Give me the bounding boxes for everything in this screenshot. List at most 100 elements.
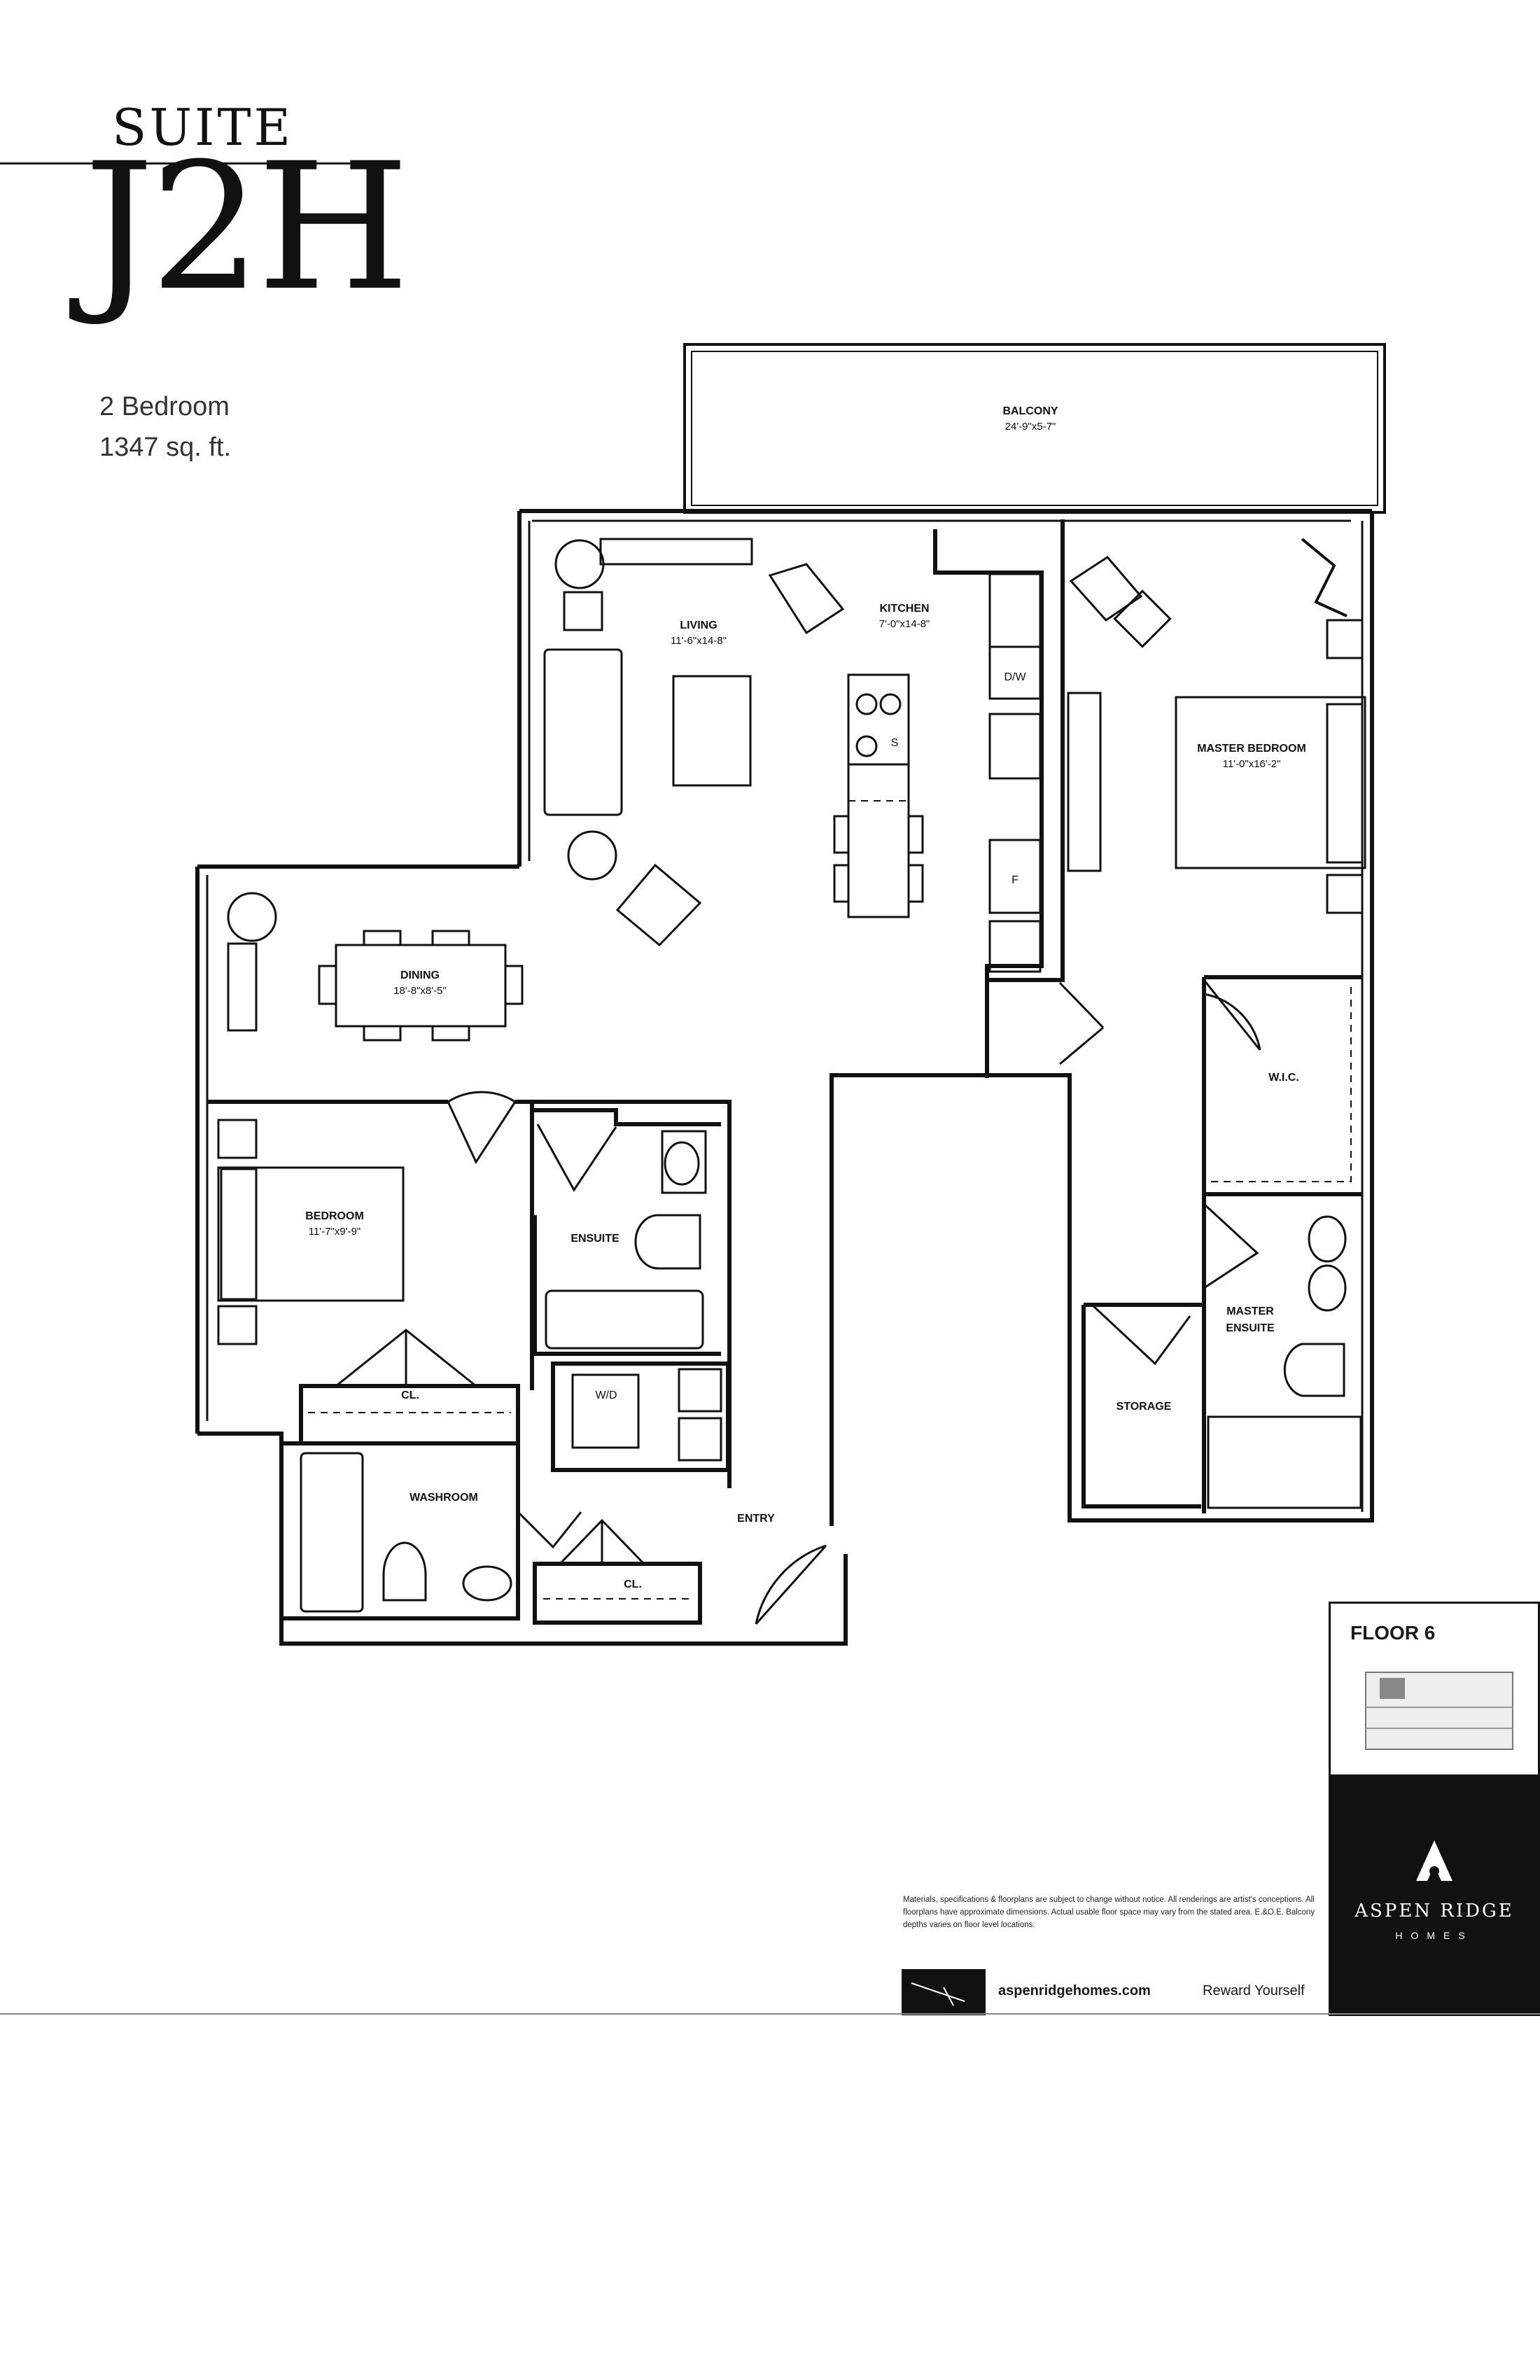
bedroom-nightstand-2 — [217, 1305, 258, 1345]
page-bottom-rule — [0, 2013, 1540, 2015]
master-ensuite-sink-2 — [1308, 1264, 1347, 1312]
master-ensuite-toilet — [1283, 1343, 1345, 1397]
wall-bedroom-north — [207, 1100, 732, 1488]
suite-word: SUITE — [112, 98, 294, 157]
dining-lamp — [227, 892, 277, 942]
armchair-2 — [768, 563, 845, 635]
stool-4 — [907, 864, 924, 903]
ensuite-name: ENSUITE — [570, 1233, 620, 1245]
kitchen-dim: 7'-0"x14-8" — [879, 618, 930, 630]
bedroom-name: BEDROOM — [305, 1210, 364, 1222]
master-bedroom-dim: 11'-0"x16'-2" — [1223, 758, 1281, 770]
stool-2 — [833, 864, 850, 903]
wic-name: W.I.C. — [1268, 1072, 1299, 1084]
side-table — [567, 830, 617, 881]
kitchen-name: KITCHEN — [879, 603, 929, 615]
wall-laundry — [551, 1362, 730, 1472]
footer-bar: aspenridgehomes.com Reward Yourself — [902, 1969, 1330, 2015]
ensuite-tub — [545, 1289, 704, 1350]
living-dim: 11'-6"x14-8" — [671, 635, 727, 647]
kitchen-counter — [933, 529, 1044, 980]
disclaimer: Materials, specifications & floorplans a… — [903, 1896, 1315, 1929]
dishwasher — [988, 645, 1042, 700]
master-bedroom-name: MASTER BEDROOM — [1197, 743, 1306, 755]
dining-chair-n2 — [431, 930, 470, 946]
sink-basin — [988, 713, 1042, 780]
storage-name: STORAGE — [1116, 1401, 1172, 1413]
wall-storage — [1082, 1305, 1201, 1508]
balcony-dim: 24'-9"x5-7" — [1005, 421, 1056, 433]
slogan: Reward Yourself — [1203, 1983, 1305, 1998]
footer-logo-icon — [902, 1969, 986, 2015]
burner-1 — [855, 693, 878, 715]
living-name: LIVING — [680, 620, 717, 631]
living-lamp — [554, 539, 605, 589]
stool-1 — [833, 815, 850, 854]
fridge-label: F — [1011, 874, 1018, 886]
sink-label: S — [891, 737, 899, 749]
coffee-table — [672, 675, 752, 787]
dishwasher-label: D/W — [1004, 671, 1026, 683]
counter-cabinet — [988, 573, 1042, 648]
door-master-ensuite — [1203, 1203, 1259, 1289]
burner-3 — [855, 735, 878, 757]
floor-label: FLOOR 6 — [1350, 1622, 1436, 1644]
website-link[interactable]: aspenridgehomes.com — [998, 1983, 1151, 1998]
wall-kitchen-master — [985, 519, 1065, 1078]
door-wic — [1203, 979, 1261, 1051]
aspen-ridge-logo-icon — [1416, 1840, 1452, 1881]
island — [847, 763, 910, 918]
balcony-inner — [691, 351, 1378, 506]
door-master-slider — [1301, 538, 1348, 617]
brand-sub: HOMES — [1395, 1930, 1474, 1941]
wic-rod — [1211, 987, 1352, 1182]
door-bedroom — [447, 1091, 517, 1165]
door-closet-bedroom — [335, 1329, 477, 1387]
master-dresser — [1067, 692, 1102, 872]
wall-entry-closet — [533, 1562, 702, 1625]
master-ensuite-name-2: ENSUITE — [1226, 1322, 1275, 1334]
master-bed — [1175, 696, 1366, 869]
dining-chair-s1 — [363, 1025, 402, 1042]
bedroom-count: 2 Bedroom — [99, 392, 230, 421]
master-ensuite-name-1: MASTER — [1226, 1306, 1274, 1317]
door-kitchen-hall — [1058, 981, 1105, 1065]
ensuite-sink — [661, 1130, 707, 1194]
balcony-name: BALCONY — [1002, 405, 1058, 417]
bedroom-bed — [217, 1166, 405, 1302]
washer-dryer — [571, 1373, 640, 1449]
media-console — [599, 538, 753, 566]
laundry-box-1 — [678, 1368, 722, 1413]
stool-3 — [907, 815, 924, 854]
door-entry — [755, 1544, 827, 1625]
master-nightstand-1 — [1326, 619, 1364, 659]
master-ensuite-sink-1 — [1308, 1215, 1347, 1263]
ensuite-basin — [664, 1141, 700, 1186]
door-ensuite — [536, 1124, 617, 1192]
washroom-name: WASHROOM — [410, 1492, 478, 1504]
master-shower — [1207, 1415, 1362, 1509]
master-headboard — [1326, 703, 1364, 864]
dining-chair-n1 — [363, 930, 402, 946]
pantry — [988, 920, 1042, 973]
title-rule — [0, 162, 392, 164]
door-washroom — [517, 1511, 582, 1549]
brand-name: ASPEN RIDGE — [1354, 1900, 1514, 1921]
suite-code: J2H — [84, 125, 410, 329]
bedroom-headboard — [220, 1168, 258, 1301]
dining-chair-e — [504, 965, 524, 1005]
outer-wall-east — [830, 511, 1374, 1526]
armchair-1 — [615, 863, 702, 947]
ensuite-toilet — [634, 1214, 701, 1270]
door-storage — [1091, 1303, 1191, 1366]
wall-ensuite — [532, 1108, 721, 1356]
outer-wall-bedroom-south — [197, 1432, 848, 1646]
washer-dryer-label: W/D — [595, 1390, 617, 1401]
closet-entry-name: CL. — [624, 1578, 642, 1590]
dining-name: DINING — [400, 969, 440, 981]
dining-console — [227, 942, 258, 1032]
brand-panel: ASPEN RIDGE HOMES — [1331, 1774, 1538, 2014]
master-side-table — [1113, 589, 1172, 648]
suite-area: 1347 sq. ft. — [99, 433, 232, 462]
